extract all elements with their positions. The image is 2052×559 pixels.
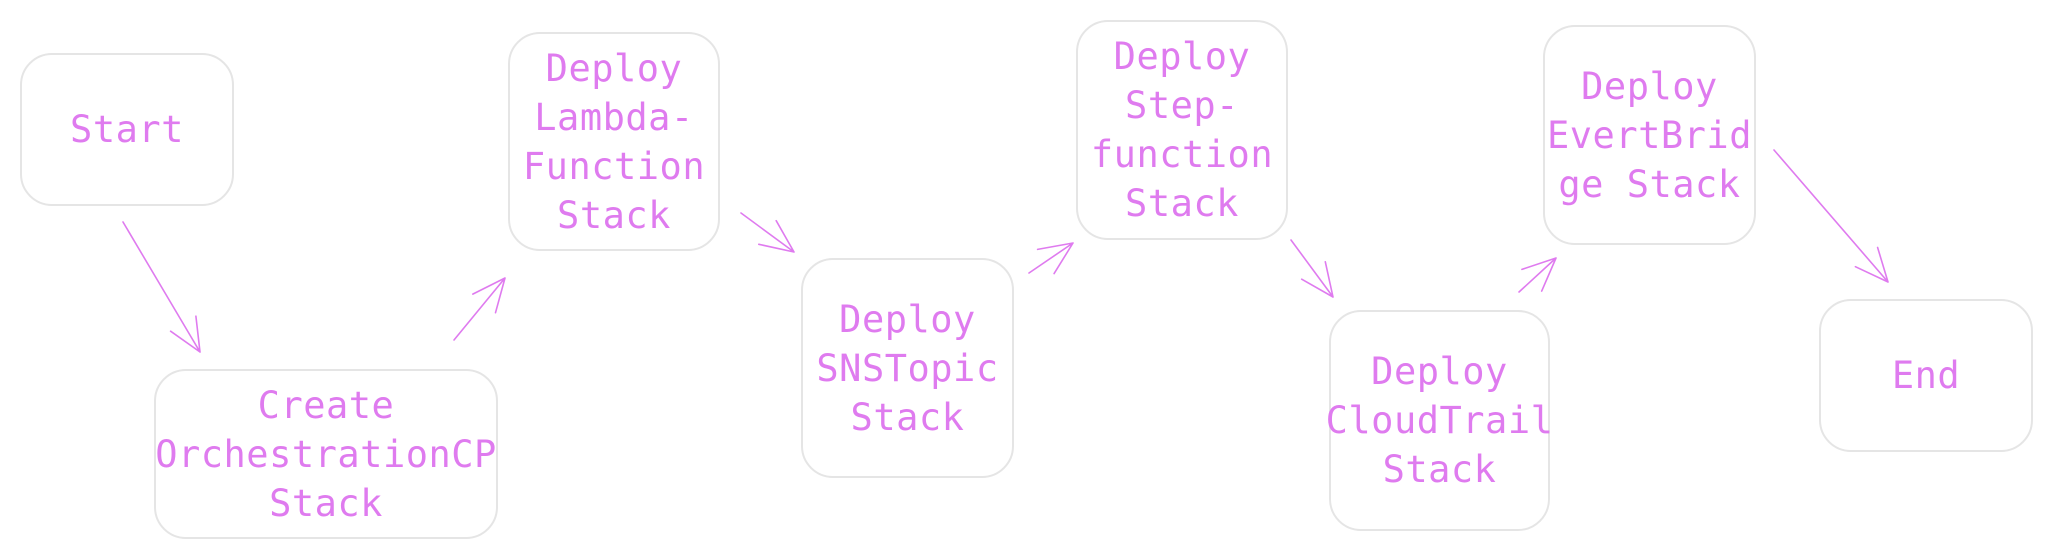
node-deploy-lambda: Deploy Lambda- Function Stack: [508, 32, 720, 251]
arrow-start-to-create-orchestration: [122, 221, 201, 353]
arrow-create-orchestration-to-deploy-lambda: [453, 277, 506, 341]
node-label-deploy-lambda: Deploy Lambda- Function Stack: [522, 46, 706, 237]
node-label-deploy-sns: Deploy SNSTopic Stack: [816, 297, 999, 439]
node-create-orchestration: Create OrchestrationCP Stack: [154, 369, 498, 539]
node-label-deploy-cloudtrail: Deploy CloudTrail Stack: [1325, 350, 1554, 491]
node-start: Start: [20, 53, 234, 206]
node-label-deploy-eventbridge: Deploy EvertBrid ge Stack: [1547, 64, 1752, 206]
arrow-deploy-stepfunction-to-deploy-cloudtrail: [1290, 239, 1334, 298]
arrow-deploy-cloudtrail-to-deploy-eventbridge: [1518, 257, 1557, 293]
node-label-start: Start: [70, 108, 184, 151]
node-deploy-stepfunction: Deploy Step- function Stack: [1076, 20, 1288, 240]
arrow-deploy-eventbridge-to-end: [1773, 149, 1889, 283]
arrow-deploy-lambda-to-deploy-sns: [740, 212, 795, 253]
node-label-end: End: [1891, 354, 1961, 397]
node-label-deploy-stepfunction: Deploy Step- function Stack: [1090, 35, 1274, 225]
node-label-create-orchestration: Create OrchestrationCP Stack: [155, 383, 497, 525]
node-deploy-eventbridge: Deploy EvertBrid ge Stack: [1543, 25, 1756, 245]
node-deploy-sns: Deploy SNSTopic Stack: [801, 258, 1014, 478]
arrow-deploy-sns-to-deploy-stepfunction: [1028, 242, 1074, 275]
node-end: End: [1819, 299, 2033, 452]
node-deploy-cloudtrail: Deploy CloudTrail Stack: [1326, 310, 1553, 531]
